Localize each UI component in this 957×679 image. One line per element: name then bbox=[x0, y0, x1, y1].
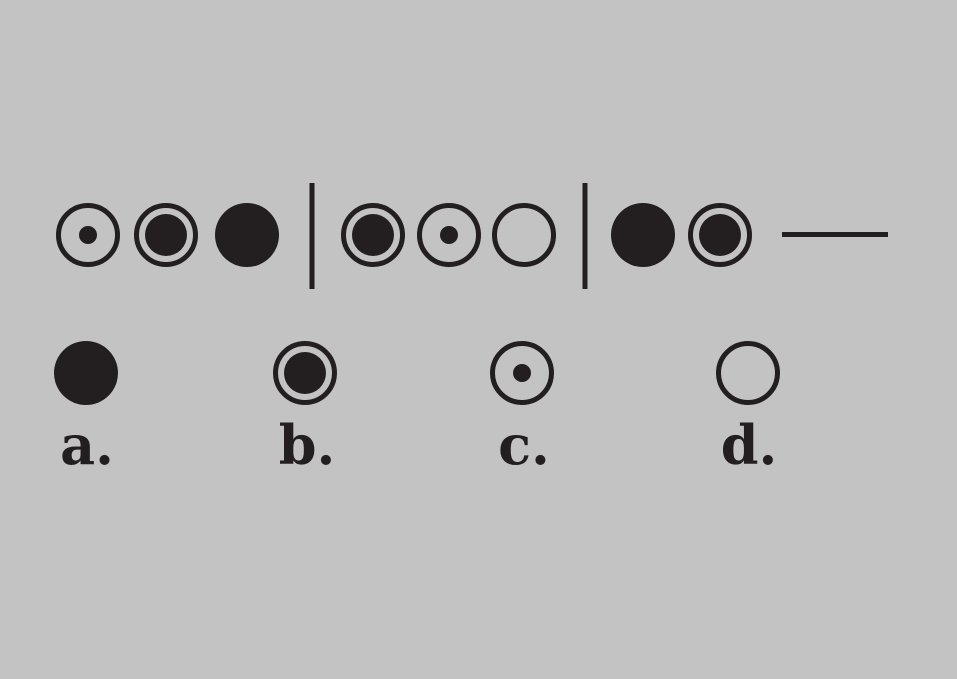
circle-icon bbox=[492, 203, 556, 267]
disc-icon bbox=[215, 203, 279, 267]
disc-icon bbox=[611, 203, 675, 267]
target-icon bbox=[56, 203, 120, 267]
option-c-label: c. bbox=[498, 413, 550, 477]
circle-icon bbox=[716, 341, 780, 405]
option-d-label: d. bbox=[720, 413, 778, 477]
ring-icon bbox=[273, 341, 337, 405]
option-b-label: b. bbox=[278, 413, 336, 477]
ring-icon bbox=[688, 203, 752, 267]
ring-icon bbox=[341, 203, 405, 267]
option-a-label: a. bbox=[60, 413, 114, 477]
ring-icon bbox=[134, 203, 198, 267]
group-divider bbox=[582, 183, 588, 289]
target-icon bbox=[490, 341, 554, 405]
target-icon bbox=[417, 203, 481, 267]
group-divider bbox=[309, 183, 315, 289]
missing-item-blank bbox=[782, 232, 888, 237]
disc-icon bbox=[54, 341, 118, 405]
